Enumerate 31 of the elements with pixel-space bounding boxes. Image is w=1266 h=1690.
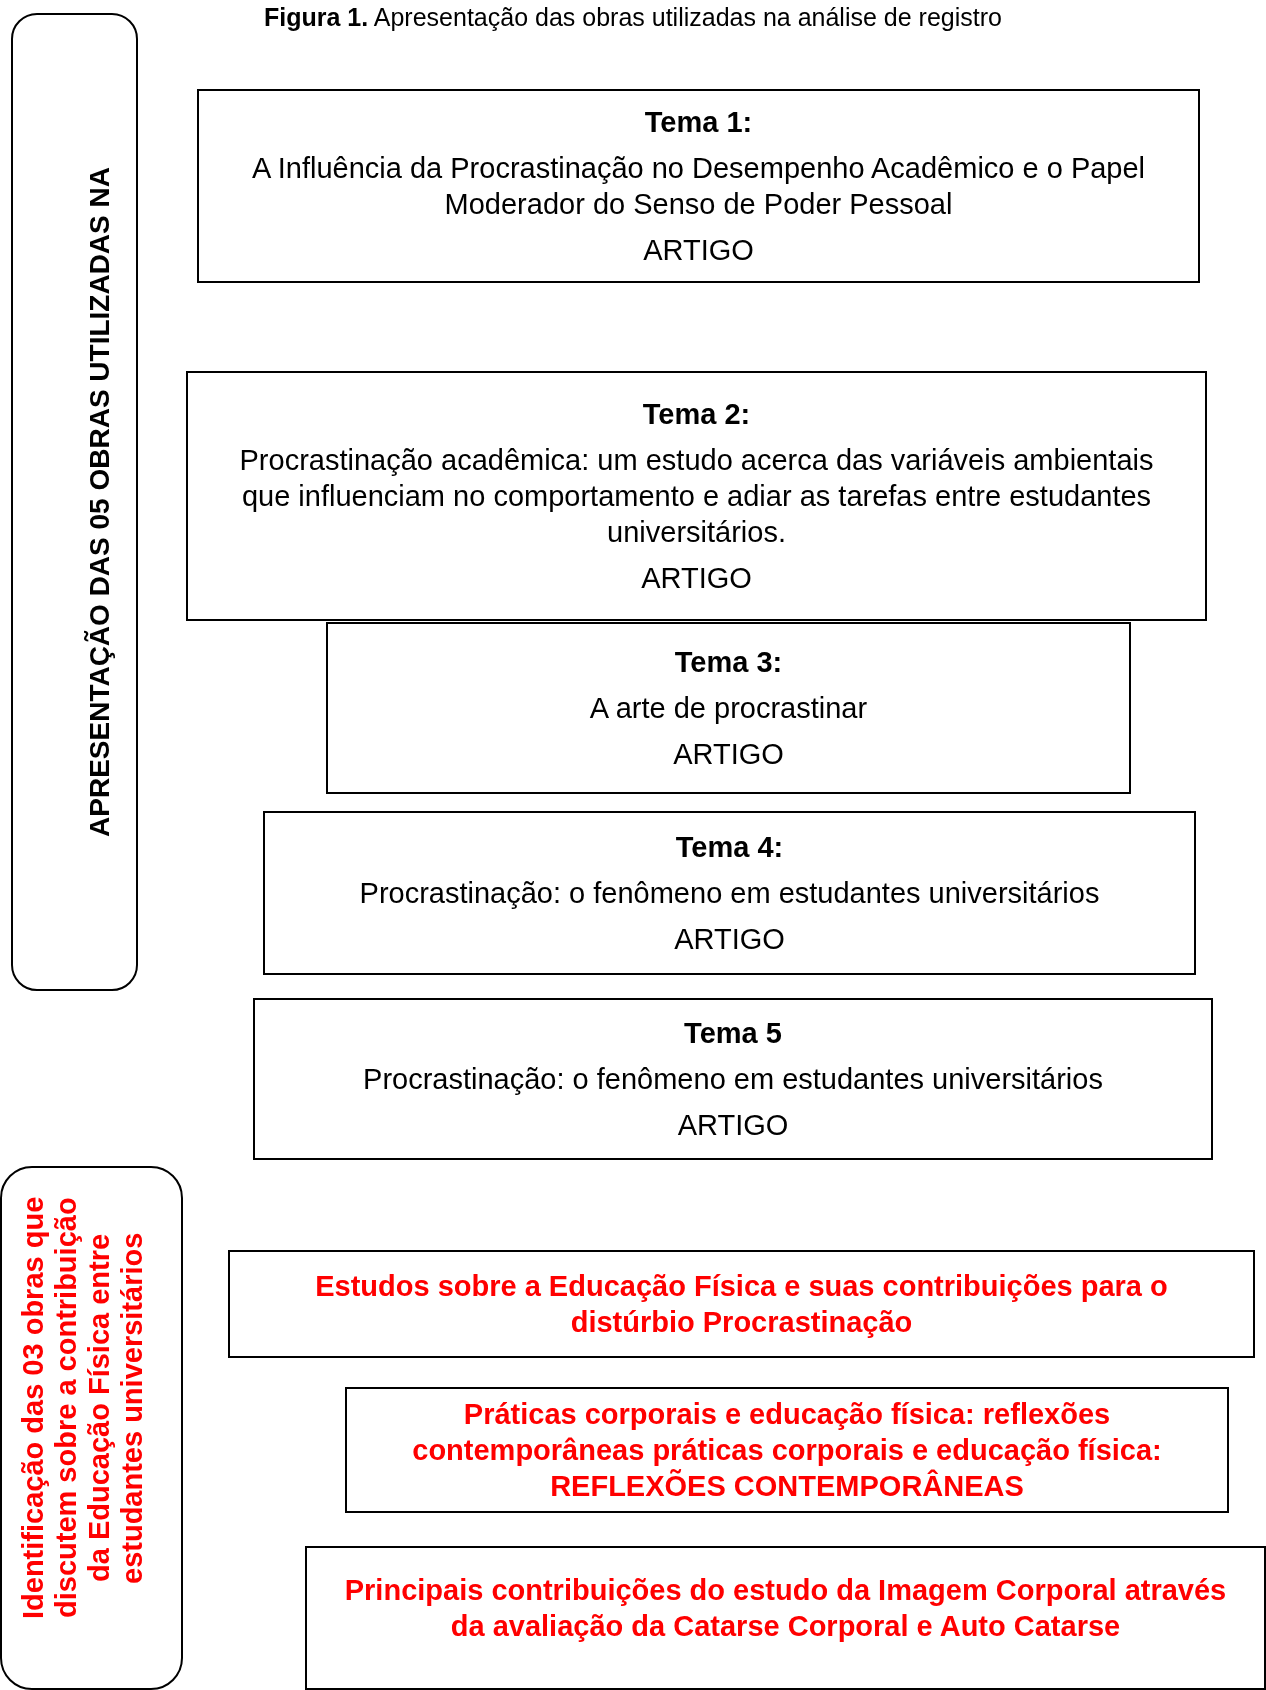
figure-title: Figura 1. Apresentação das obras utilizadas na análise de registro xyxy=(263,2,1003,32)
topic-heading: Tema 1: xyxy=(644,105,753,140)
title-box xyxy=(305,1546,1266,1690)
topic-title: Procrastinação acadêmica: um estudo acerca das variáveis ambientais que influenciam no comportamento e adiar as tarefas entre estudantes universitários. xyxy=(238,443,1155,550)
work-title: Estudos sobre a Educação Física e suas contribuições para o distúrbio Procrastinação xyxy=(314,1269,1169,1340)
type-label: ARTIGO xyxy=(641,561,752,596)
title-box xyxy=(345,1387,1229,1513)
side-heading: Identificação das 03 obras que discutem sobre a contribuição da Educação Física entre estudantes universitários xyxy=(16,1195,149,1622)
topic-box xyxy=(186,371,1207,621)
side-panel xyxy=(11,13,138,991)
topic-box xyxy=(326,622,1131,794)
title-box xyxy=(228,1250,1255,1358)
topic-title: Procrastinação: o fenômeno em estudantes universitários xyxy=(362,1062,1104,1097)
topic-heading: Tema 5 xyxy=(684,1016,782,1051)
type-label: ARTIGO xyxy=(673,737,784,772)
topic-title: A Influência da Procrastinação no Desempenho Acadêmico e o Papel Moderador do Senso de Poder Pessoal xyxy=(250,151,1147,222)
topic-heading: Tema 2: xyxy=(642,397,751,432)
work-title: Práticas corporais e educação física: reflexões contemporâneas práticas corporais e educação física: REFLEXÕES CONTEMPORÂNEAS xyxy=(411,1397,1163,1504)
type-label: ARTIGO xyxy=(677,1108,789,1143)
topic-box xyxy=(263,811,1196,975)
topic-heading: Tema 4: xyxy=(675,830,784,865)
type-label: ARTIGO xyxy=(643,233,754,268)
topic-box xyxy=(253,998,1213,1160)
type-label: ARTIGO xyxy=(674,922,785,957)
topic-heading: Tema 3: xyxy=(674,645,783,680)
topic-title: Procrastinação: o fenômeno em estudantes universitários xyxy=(358,876,1101,911)
topic-title: A arte de procrastinar xyxy=(588,691,869,726)
topic-box xyxy=(197,89,1200,283)
work-title: Principais contribuições do estudo da Imagem Corporal através da avaliação da Catarse Corporal e Auto Catarse xyxy=(343,1573,1228,1644)
side-panel xyxy=(0,1166,183,1690)
side-heading: APRESENTAÇÃO DAS 05 OBRAS UTILIZADAS NA xyxy=(83,167,116,837)
